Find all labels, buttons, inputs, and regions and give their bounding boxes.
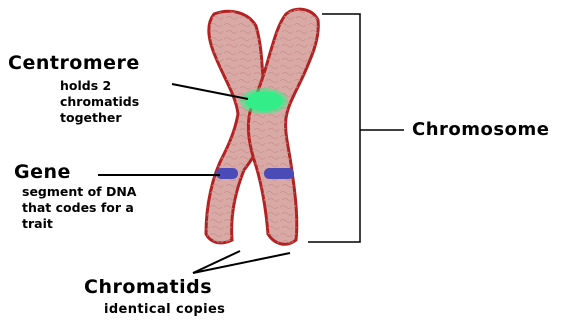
centromere <box>240 88 288 114</box>
gene-band-right <box>264 168 294 179</box>
chromatids-title: Chromatids <box>84 276 212 298</box>
chromatids-pointer-right <box>193 253 290 273</box>
gene-band-left <box>216 168 238 179</box>
centromere-desc-1: holds 2 <box>60 78 111 93</box>
gene-desc-2: that codes for a <box>22 200 134 215</box>
gene-desc-1: segment of DNA <box>22 184 136 199</box>
chromatids-pointer-left <box>193 251 240 273</box>
centromere-desc-2: chromatids <box>60 94 139 109</box>
chromosome-title: Chromosome <box>412 119 549 140</box>
gene-title: Gene <box>14 161 71 183</box>
centromere-desc-3: together <box>60 110 122 125</box>
chromatids-desc: identical copies <box>104 302 225 317</box>
gene-desc-3: trait <box>22 216 53 231</box>
centromere-title: Centromere <box>8 52 140 74</box>
